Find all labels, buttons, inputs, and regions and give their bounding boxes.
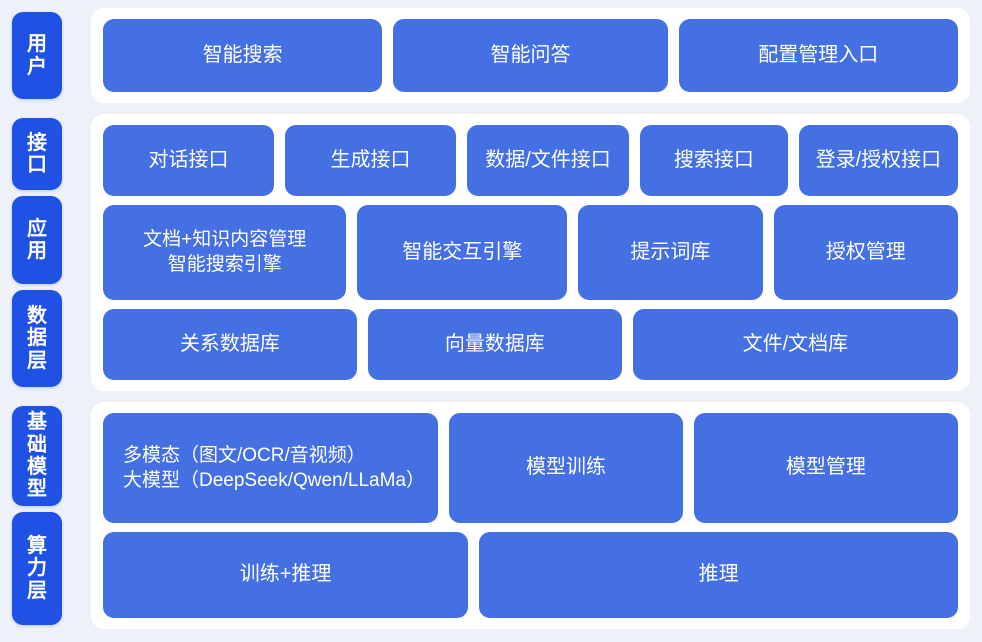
layer-tab-interface[interactable]: 接 口 xyxy=(12,118,62,190)
layer-tab-foundation-model[interactable]: 基 础 模 型 xyxy=(12,406,62,506)
node-smart-search[interactable]: 智能搜索 xyxy=(103,19,383,92)
panel-infrastructure: 多模态（图文/OCR/音视频） 大模型（DeepSeek/Qwen/LLaMa）… xyxy=(91,402,970,629)
node-training-plus-inference[interactable]: 训练+推理 xyxy=(103,532,469,618)
layer-tab-interface-char-2: 口 xyxy=(27,154,47,176)
row-compute: 训练+推理 推理 xyxy=(103,532,958,618)
panel-platform: 对话接口 生成接口 数据/文件接口 搜索接口 登录/授权接口 文档+知识内容管理… xyxy=(91,114,970,391)
layer-tab-compute-char-2: 力 xyxy=(27,557,47,580)
section-platform: 接 口 应 用 数 据 层 对话接口 生成接口 数据/文件接口 搜索接口 登录/… xyxy=(12,114,970,391)
layer-tab-data-char-3: 层 xyxy=(27,349,47,372)
row-data: 关系数据库 向量数据库 文件/文档库 xyxy=(103,308,958,381)
layer-tab-user-char-1: 用 xyxy=(27,33,47,56)
layer-tab-compute-char-3: 层 xyxy=(27,579,47,602)
node-vector-database[interactable]: 向量数据库 xyxy=(367,308,622,381)
node-authorization-management[interactable]: 授权管理 xyxy=(773,205,958,300)
layer-tab-data-char-2: 据 xyxy=(27,327,47,350)
node-file-document-store[interactable]: 文件/文档库 xyxy=(632,308,958,381)
section-user: 用 户 智能搜索 智能问答 配置管理入口 xyxy=(12,8,970,103)
layer-tab-foundation-model-char-4: 型 xyxy=(27,478,47,501)
layer-tab-compute[interactable]: 算 力 层 xyxy=(12,512,62,625)
row-application: 文档+知识内容管理 智能搜索引擎 智能交互引擎 提示词库 授权管理 xyxy=(103,205,958,300)
node-inference[interactable]: 推理 xyxy=(479,532,958,618)
layer-tab-application-char-2: 用 xyxy=(27,240,47,262)
layer-tab-application-char-1: 应 xyxy=(27,217,47,240)
node-config-management-entry[interactable]: 配置管理入口 xyxy=(678,19,958,92)
row-interface: 对话接口 生成接口 数据/文件接口 搜索接口 登录/授权接口 xyxy=(103,125,958,197)
tab-rail-infrastructure: 基 础 模 型 算 力 层 xyxy=(12,402,62,629)
node-prompt-library[interactable]: 提示词库 xyxy=(578,205,763,300)
node-model-management[interactable]: 模型管理 xyxy=(693,413,959,524)
layer-tab-foundation-model-char-1: 基 xyxy=(27,411,47,434)
layer-tab-foundation-model-char-3: 模 xyxy=(27,456,47,478)
layer-tab-foundation-model-char-2: 础 xyxy=(27,433,47,456)
node-data-file-api[interactable]: 数据/文件接口 xyxy=(466,125,630,197)
layer-tab-user[interactable]: 用 户 xyxy=(12,12,62,99)
node-login-auth-api[interactable]: 登录/授权接口 xyxy=(798,125,958,197)
layer-tab-compute-char-1: 算 xyxy=(27,534,47,557)
layer-tab-interface-char-1: 接 xyxy=(27,131,47,154)
tab-rail-platform: 接 口 应 用 数 据 层 xyxy=(12,114,62,391)
node-generation-api[interactable]: 生成接口 xyxy=(284,125,456,197)
node-model-training[interactable]: 模型训练 xyxy=(449,413,683,524)
node-multimodal-large-model[interactable]: 多模态（图文/OCR/音视频） 大模型（DeepSeek/Qwen/LLaMa） xyxy=(103,413,439,524)
tab-rail-user: 用 户 xyxy=(12,8,62,103)
node-relational-database[interactable]: 关系数据库 xyxy=(103,308,357,381)
row-user-entries: 智能搜索 智能问答 配置管理入口 xyxy=(103,19,958,92)
node-dialog-api[interactable]: 对话接口 xyxy=(103,125,274,197)
layer-tab-data[interactable]: 数 据 层 xyxy=(12,290,62,387)
layer-tab-application[interactable]: 应 用 xyxy=(12,196,62,284)
section-infrastructure: 基 础 模 型 算 力 层 多模态（图文/OCR/音视频） 大模型（DeepSe… xyxy=(12,402,970,629)
node-doc-knowledge-management[interactable]: 文档+知识内容管理 智能搜索引擎 xyxy=(103,205,347,300)
node-smart-qa[interactable]: 智能问答 xyxy=(393,19,668,92)
node-search-api[interactable]: 搜索接口 xyxy=(640,125,788,197)
node-smart-interaction-engine[interactable]: 智能交互引擎 xyxy=(357,205,568,300)
layer-tab-data-char-1: 数 xyxy=(27,304,47,327)
layer-tab-user-char-2: 户 xyxy=(27,55,47,78)
panel-user: 智能搜索 智能问答 配置管理入口 xyxy=(91,8,970,103)
row-model: 多模态（图文/OCR/音视频） 大模型（DeepSeek/Qwen/LLaMa）… xyxy=(103,413,959,524)
